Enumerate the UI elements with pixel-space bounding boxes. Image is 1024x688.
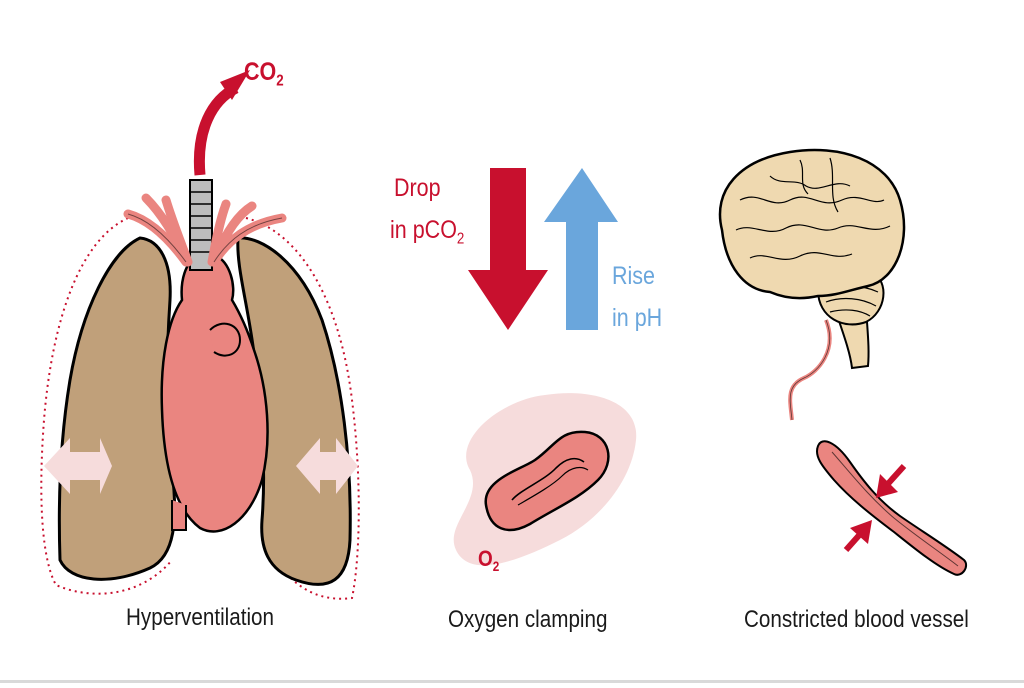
expanded-chest-outline: [40, 217, 360, 600]
rise-label-line2: in pH: [612, 304, 663, 332]
heart-atrium: [209, 322, 242, 357]
red-blood-cell: [484, 430, 610, 532]
caption-oxygen-clamping: Oxygen clamping: [448, 606, 608, 633]
rise-label-line1: Rise: [612, 262, 656, 290]
hyperventilation-illustration: [40, 70, 360, 600]
descending-aorta: [171, 500, 187, 531]
brain: [718, 148, 906, 300]
up-arrow: [544, 168, 618, 330]
o2-label: O2: [478, 546, 500, 574]
left-lung: [57, 236, 177, 581]
connecting-vessel: [788, 319, 832, 421]
co2-exhaust-arrow: [193, 83, 239, 176]
red-blood-cell-center: [511, 457, 585, 501]
right-expand-arrow: [296, 438, 358, 494]
oxygen-clamping-illustration: [453, 168, 637, 566]
caption-constricted-blood-vessel: Constricted blood vessel: [744, 606, 969, 633]
bottom-border: [0, 680, 1024, 683]
brain-folds: [735, 157, 891, 261]
constriction-arrow-top: [876, 463, 907, 498]
co2-arrowhead: [220, 70, 250, 100]
co2-label: CO2: [244, 58, 284, 90]
down-arrow: [468, 168, 548, 330]
left-expand-arrow: [44, 438, 112, 494]
caption-hyperventilation: Hyperventilation: [126, 604, 275, 631]
drop-label-line2: in pCO2: [390, 216, 465, 248]
heart: [160, 254, 269, 533]
constriction-arrow-bottom: [843, 520, 872, 552]
constricted-blood-vessel: [816, 440, 968, 576]
trachea: [189, 179, 213, 271]
drop-label-line1: Drop: [394, 174, 441, 202]
constricted-vessel-illustration: [718, 148, 968, 576]
